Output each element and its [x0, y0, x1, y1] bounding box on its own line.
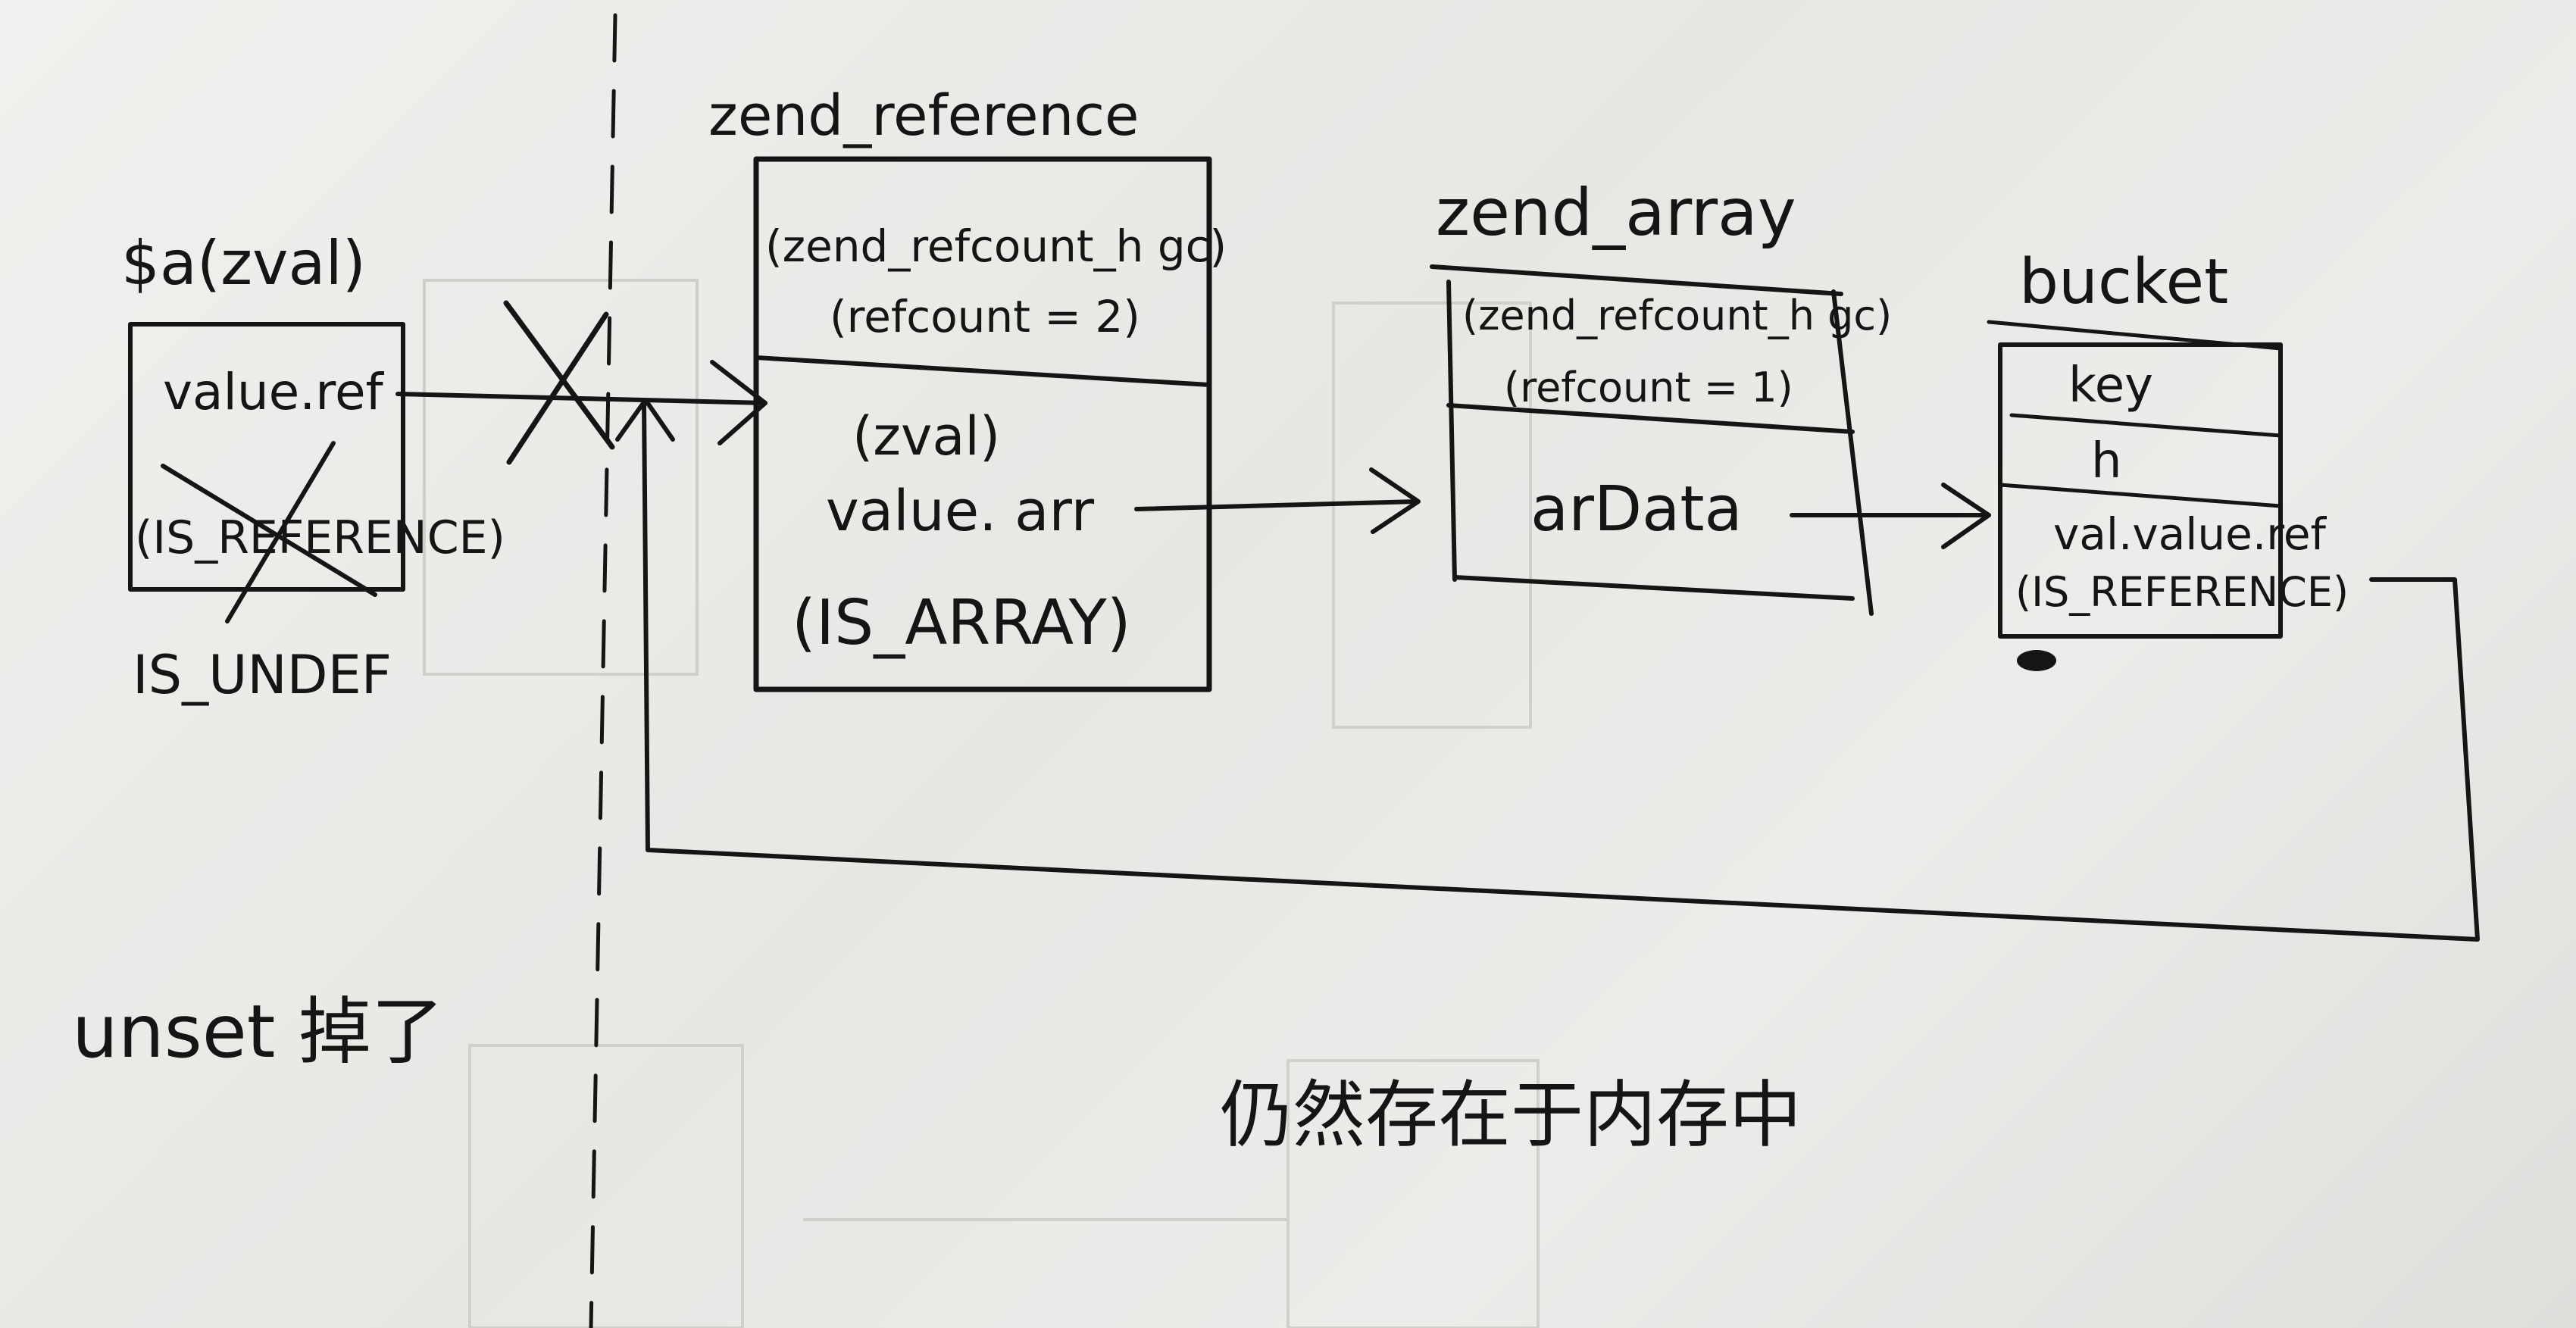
bucket-ref-return-line	[642, 399, 2480, 942]
zend-array-divider	[1446, 403, 1855, 434]
zend-array-right-edge	[1831, 289, 1874, 616]
zval-to-reference-arrow	[395, 392, 767, 405]
arr-to-array-arrow	[1134, 499, 1419, 511]
zend-array-bottom-edge	[1452, 575, 1855, 601]
zend-reference-box: zend_reference (zend_refcount_h gc) (ref…	[708, 83, 1227, 692]
bucket-ref-return-arrowhead	[615, 398, 675, 442]
bucket-h: h	[2091, 433, 2122, 489]
type-strike-mark	[161, 464, 377, 597]
bucket-title: bucket	[2019, 246, 2228, 318]
zend-array-gc-line1: (zend_refcount_h gc)	[1462, 292, 1892, 339]
pointer-cut-x	[503, 300, 615, 450]
pointer-cut-x	[506, 311, 609, 465]
zend-array-left-edge	[1446, 280, 1457, 582]
zend-reference-frame	[753, 156, 1212, 692]
zval-box-frame	[128, 322, 405, 592]
bucket-divider	[2009, 413, 2283, 438]
ardata-to-bucket-arrowhead	[1941, 483, 1991, 549]
zend-array-top-edge	[1430, 264, 1843, 296]
zend-reference-val-label: (zval)	[852, 405, 1000, 467]
ghost-drawings	[423, 279, 1540, 1328]
zend-reference-divider	[754, 355, 1211, 387]
zval-to-reference-arrowhead	[710, 360, 767, 445]
still-in-memory-note: 仍然存在于内存中	[1220, 1073, 1802, 1158]
zend-reference-val-field: value. arr	[826, 479, 1095, 544]
bucket-key: key	[2068, 358, 2153, 414]
zend-array-title: zend_array	[1436, 175, 1796, 251]
bucket-divider	[1998, 483, 2283, 508]
zend-array-field: arData	[1530, 473, 1743, 545]
bucket-val-line1: val.value.ref	[2053, 508, 2327, 560]
zend-array-box: zend_array (zend_refcount_h gc) (refcoun…	[1430, 175, 1892, 616]
type-strike-mark	[225, 441, 336, 623]
zval-type-crossed: (IS_REFERENCE)	[135, 511, 505, 564]
zend-reference-gc-line2: (refcount = 2)	[830, 291, 1140, 342]
arr-to-array-arrowhead	[1369, 467, 1421, 534]
zval-box: $a(zval) value.ref (IS_REFERENCE) IS_UND…	[121, 228, 505, 706]
zend-reference-title: zend_reference	[708, 83, 1140, 148]
divider-line	[589, 13, 617, 1328]
ink-blot	[2017, 650, 2056, 671]
bucket-box: bucket key h val.value.ref (IS_REFERENCE…	[1987, 246, 2349, 671]
bucket-val-line2: (IS_REFERENCE)	[2015, 568, 2349, 616]
zval-type-new: IS_UNDEF	[133, 644, 392, 706]
bucket-frame	[1998, 342, 2283, 639]
zend-reference-val-type: (IS_ARRAY)	[792, 587, 1131, 659]
unset-note: unset 掉了	[72, 989, 444, 1074]
zval-title: $a(zval)	[121, 228, 366, 298]
bucket-top-lip	[1987, 320, 2283, 351]
zend-reference-gc-line1: (zend_refcount_h gc)	[765, 220, 1227, 272]
zend-array-gc-line2: (refcount = 1)	[1504, 364, 1793, 411]
zval-value-field: value.ref	[163, 363, 385, 421]
